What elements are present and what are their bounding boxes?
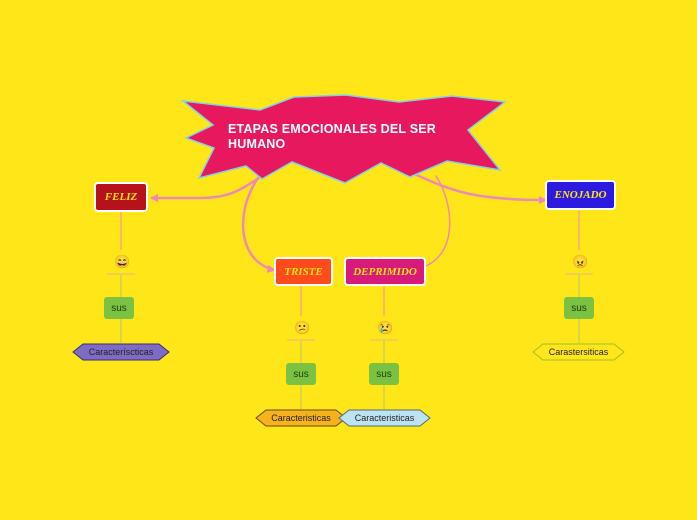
connector-deprimido (425, 175, 451, 267)
node-enojado-label: ENOJADO (554, 189, 607, 201)
connectors (150, 170, 547, 272)
arrowhead-triste (267, 265, 276, 273)
central-topic-shape[interactable] (180, 94, 507, 184)
arrowhead-feliz (150, 194, 158, 202)
node-feliz[interactable]: FELIZ (94, 182, 148, 212)
node-feliz-label: FELIZ (104, 191, 138, 203)
arrowheads (150, 194, 547, 273)
deprimido-caracteristicas-shape[interactable] (338, 409, 431, 427)
crying-face-icon: 😢 (377, 320, 394, 335)
node-triste-label: TRISTE (284, 265, 323, 278)
node-deprimido[interactable]: DEPRIMIDO (344, 257, 426, 286)
connector-enojado (408, 170, 547, 202)
angry-face-icon: 😠 (572, 254, 589, 269)
connector-feliz (150, 174, 264, 200)
central-topic-title: ETAPAS EMOCIONALES DEL SER HUMANO (228, 122, 437, 151)
triste-sus-node[interactable]: sus (286, 363, 316, 385)
happy-face-icon: 😄 (114, 254, 131, 269)
node-deprimido-label: DEPRIMIDO (353, 265, 417, 278)
chain-lines (107, 211, 593, 409)
node-enojado[interactable]: ENOJADO (545, 180, 616, 210)
feliz-caracteristicas-shape[interactable] (72, 343, 170, 361)
feliz-sus-node[interactable]: sus (104, 297, 134, 319)
enojado-caracteristicas-shape[interactable] (532, 343, 625, 361)
node-triste[interactable]: TRISTE (274, 257, 333, 286)
deprimido-sus-node[interactable]: sus (369, 363, 399, 385)
confused-face-icon: 😕 (294, 320, 311, 335)
arrowhead-enojado (539, 196, 547, 204)
triste-caracteristicas-shape[interactable] (255, 409, 347, 427)
connector-triste (241, 176, 276, 272)
enojado-sus-node[interactable]: sus (564, 297, 594, 319)
